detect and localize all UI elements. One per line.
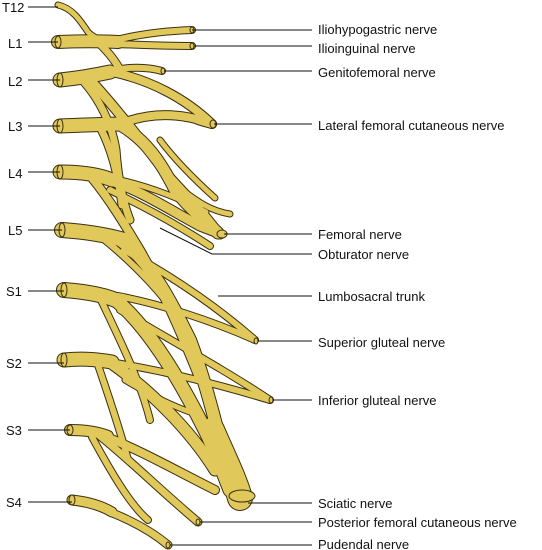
s3-pudendal — [89, 434, 151, 523]
s2-root-cap — [60, 352, 68, 368]
label-sciatic-nerve: Sciatic nerve — [318, 496, 392, 511]
s4-root-cap — [68, 494, 76, 506]
root-label-s3: S3 — [6, 423, 22, 438]
root-label-s2: S2 — [6, 356, 22, 371]
l4-obturator — [107, 187, 213, 249]
ilioinguinal-branch — [113, 41, 195, 49]
l3-to-femoral — [116, 120, 224, 239]
label-ilioinguinal-nerve: Ilioinguinal nerve — [318, 41, 416, 56]
iliohypogastric-branch — [113, 27, 195, 43]
s3-posterior — [96, 432, 202, 526]
root-label-l2: L2 — [8, 74, 22, 89]
root-label-l1: L1 — [8, 36, 22, 51]
sciatic-end-cap — [228, 489, 256, 503]
leader-obturator — [159, 227, 312, 255]
l4-small-branch — [172, 182, 233, 217]
leader-lines — [28, 6, 312, 546]
label-posterior-femoral-cutaneous-nerve: Posterior femoral cutaneous nerve — [318, 515, 517, 530]
root-label-l4: L4 — [8, 166, 22, 181]
inferior-gluteal-end-cap — [268, 396, 274, 404]
l2-to-lateral — [108, 68, 216, 128]
label-lumbosacral-trunk: Lumbosacral trunk — [318, 289, 425, 304]
s4-pudendal — [106, 508, 172, 549]
label-obturator-nerve: Obturator nerve — [318, 247, 409, 262]
s1-posterior — [97, 295, 153, 423]
s2-down — [104, 356, 221, 476]
l5-superior-gluteal — [121, 247, 258, 343]
label-superior-gluteal-nerve: Superior gluteal nerve — [318, 335, 445, 350]
root-label-s4: S4 — [6, 495, 22, 510]
s1-inferior-gluteal — [117, 307, 273, 403]
l3-root — [53, 117, 131, 133]
posterior-femoral-end-cap — [195, 518, 201, 526]
l4-to-femoral — [103, 175, 225, 239]
nerve-end-caps — [54, 26, 274, 549]
s2-inferior-gluteal — [107, 359, 273, 403]
pudendal-end-cap — [165, 541, 171, 549]
root-label-l5: L5 — [8, 223, 22, 238]
nerve-fills — [52, 2, 273, 549]
s2-posterior — [95, 362, 131, 463]
s1-superior-gluteal — [115, 293, 258, 343]
label-inferior-gluteal-nerve: Inferior gluteal nerve — [318, 393, 437, 408]
l1-root — [52, 35, 124, 48]
s3-down — [100, 432, 219, 494]
superior-gluteal-end-cap — [253, 337, 259, 345]
s1-root-cap — [60, 282, 68, 298]
label-genitofemoral-nerve: Genitofemoral nerve — [318, 65, 436, 80]
s1-root — [57, 283, 127, 309]
label-iliohypogastric-nerve: Iliohypogastric nerve — [318, 22, 437, 37]
s2-small — [122, 377, 193, 415]
root-label-l3: L3 — [8, 119, 22, 134]
label-pudendal-nerve: Pudendal nerve — [318, 537, 409, 550]
root-label-s1: S1 — [6, 284, 22, 299]
l3-small-branch — [157, 137, 218, 201]
root-label-t12: T12 — [2, 0, 24, 15]
label-lateral-femoral-cutaneous-nerve: Lateral femoral cutaneous nerve — [318, 118, 504, 133]
label-femoral-nerve: Femoral nerve — [318, 227, 402, 242]
ilioinguinal-end-cap — [189, 42, 195, 50]
l4-upper-branch — [102, 174, 209, 215]
